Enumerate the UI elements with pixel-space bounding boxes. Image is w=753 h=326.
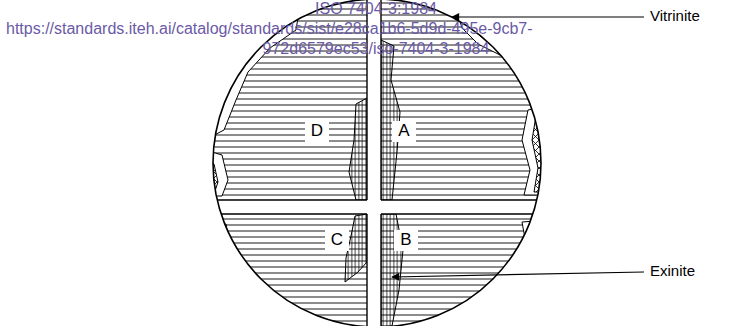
quadrant-letter: B [394,230,417,251]
coal-section [200,0,560,326]
component-label: Exinite [650,263,695,280]
leader-line [452,16,644,17]
watermark: 972d6579ec53/iso-7404-3-1984 [263,40,490,58]
quadrant-letter: A [392,121,415,142]
vitrinite-hatching [200,0,560,326]
field-outline [213,0,541,326]
quadrant-letter: D [305,121,329,142]
component-label: Vitrinite [650,8,700,25]
leader-line [392,272,644,277]
crosshair [200,0,560,326]
quadrant-letter: C [325,230,349,251]
watermark: ISO 7404-3:1984 [315,0,437,18]
watermark: https://standards.iteh.ai/catalog/standa… [6,20,533,38]
